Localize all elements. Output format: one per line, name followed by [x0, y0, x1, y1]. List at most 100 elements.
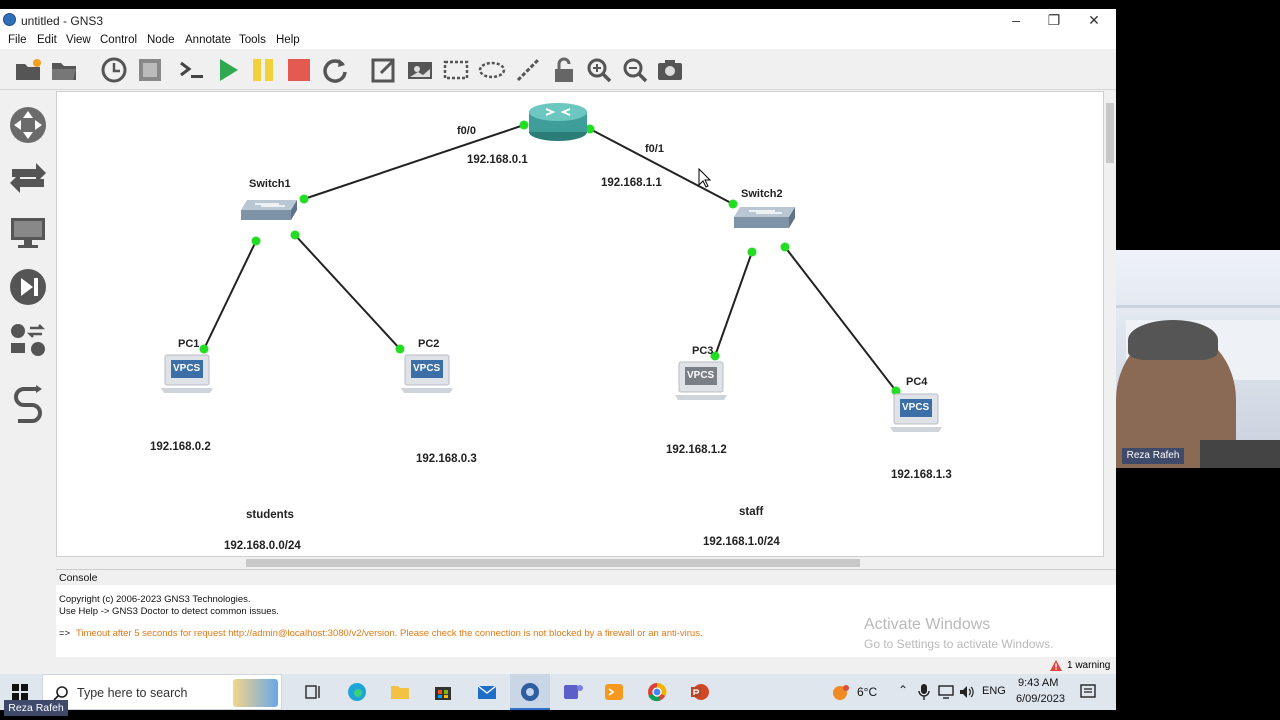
staff-group-label: staff [739, 506, 764, 518]
open-project-icon[interactable] [13, 55, 43, 85]
console-line: Copyright (c) 2006-2023 GNS3 Technologie… [59, 594, 251, 605]
canvas-vertical-scrollbar[interactable] [1104, 91, 1116, 557]
clock-date[interactable]: 6/09/2023 [1016, 693, 1065, 705]
router-node[interactable] [529, 103, 587, 141]
menu-file[interactable]: File [8, 34, 27, 46]
pc3-node[interactable] [675, 361, 727, 400]
switch2-node[interactable] [734, 207, 795, 228]
file-explorer-icon[interactable] [389, 681, 411, 703]
reload-icon[interactable] [320, 55, 350, 85]
rectangle-icon[interactable] [441, 55, 471, 85]
folder-icon[interactable] [49, 55, 79, 85]
clock-time[interactable]: 9:43 AM [1018, 677, 1059, 689]
console-header: Console [56, 570, 1116, 585]
canvas-horizontal-scrollbar[interactable] [56, 557, 1104, 569]
gns3-taskbar-button[interactable] [510, 674, 550, 710]
pc1-label: PC1 [178, 338, 200, 350]
console-title: Console [59, 572, 98, 584]
language-indicator[interactable]: ENG [982, 685, 1006, 697]
pc4-ip-label: 192.168.1.3 [891, 469, 952, 481]
toolbar [0, 50, 1116, 90]
powerpoint-icon[interactable] [689, 681, 711, 703]
console-panel[interactable]: Console Copyright (c) 2006-2023 GNS3 Tec… [56, 569, 1116, 657]
network-icon[interactable] [938, 685, 954, 699]
pc2-ip-label: 192.168.0.3 [416, 453, 477, 465]
menu-control[interactable]: Control [100, 34, 138, 46]
pc2-node[interactable] [401, 354, 453, 393]
close-button[interactable]: ✕ [1088, 12, 1100, 28]
terminal-app-icon[interactable] [603, 681, 625, 703]
security-devices-icon[interactable] [8, 267, 48, 307]
windows-start-icon[interactable] [12, 684, 28, 700]
tray-chevron-icon[interactable]: ⌃ [898, 683, 909, 697]
presenter-bottom-name-tag: Reza Rafeh [4, 700, 68, 716]
taskbar-search-box[interactable]: Type here to search [42, 674, 282, 710]
mail-icon[interactable] [476, 681, 498, 703]
all-devices-icon[interactable] [8, 321, 48, 361]
volume-icon[interactable] [959, 685, 975, 699]
clock-icon[interactable] [99, 55, 129, 85]
stop-icon[interactable] [284, 55, 314, 85]
note-icon[interactable] [369, 55, 399, 85]
snapshot-icon[interactable] [135, 55, 165, 85]
search-icon [53, 686, 68, 701]
console-icon[interactable] [177, 55, 207, 85]
edge-icon[interactable] [346, 681, 368, 703]
weather-temperature[interactable]: 6°C [857, 685, 878, 699]
router-port-left-label: f0/0 [457, 125, 476, 137]
pc4-node[interactable] [890, 393, 942, 432]
router-ip-left-label: 192.168.0.1 [467, 154, 528, 166]
router-ip-right-label: 192.168.1.1 [601, 177, 662, 189]
picture-icon[interactable] [405, 55, 435, 85]
menu-annotate[interactable]: Annotate [185, 34, 232, 46]
presenter-name-tag: Reza Rafeh [1122, 448, 1184, 464]
pc3-ip-label: 192.168.1.2 [666, 444, 727, 456]
vertical-scroll-thumb[interactable] [1106, 103, 1114, 163]
zoom-out-icon[interactable] [620, 55, 650, 85]
pc3-label: PC3 [692, 345, 714, 357]
pc4-vpcs-tag: VPCS [902, 402, 930, 413]
restore-button[interactable]: ❐ [1047, 12, 1061, 28]
screenshot-icon[interactable] [655, 55, 685, 85]
microphone-icon[interactable] [918, 684, 930, 700]
warning-count[interactable]: 1 warning [1067, 660, 1111, 671]
teams-icon[interactable] [562, 681, 584, 703]
end-devices-icon[interactable] [8, 213, 48, 253]
pause-icon[interactable] [248, 55, 278, 85]
topology-canvas[interactable]: f0/0 f0/1 192.168.0.1 192.168.1.1 Switch… [56, 91, 1104, 557]
switch1-label: Switch1 [249, 178, 291, 190]
switch1-node[interactable] [241, 200, 297, 220]
menu-view[interactable]: View [66, 34, 91, 46]
pc2-vpcs-tag: VPCS [413, 363, 441, 374]
menu-node[interactable]: Node [147, 34, 175, 46]
pc1-node[interactable] [161, 354, 213, 393]
pc1-ip-label: 192.168.0.2 [150, 441, 211, 453]
pc4-label: PC4 [906, 376, 928, 388]
menu-tools[interactable]: Tools [239, 34, 266, 46]
line-icon[interactable] [513, 55, 543, 85]
menu-help[interactable]: Help [276, 34, 300, 46]
gns3-app-icon [3, 13, 16, 26]
start-icon[interactable] [213, 55, 243, 85]
minimize-button[interactable]: – [1012, 12, 1020, 28]
horizontal-scroll-thumb[interactable] [246, 559, 860, 567]
add-link-icon[interactable] [8, 383, 48, 423]
routers-icon[interactable] [8, 105, 48, 145]
pc1-vpcs-tag: VPCS [173, 363, 201, 374]
weather-icon[interactable] [830, 681, 852, 703]
search-placeholder: Type here to search [77, 686, 188, 700]
ellipse-icon[interactable] [477, 55, 507, 85]
zoom-in-icon[interactable] [584, 55, 614, 85]
window-title: untitled - GNS3 [21, 14, 104, 28]
pc2-label: PC2 [418, 338, 440, 350]
task-view-icon[interactable] [302, 681, 324, 703]
chrome-icon[interactable] [646, 681, 668, 703]
warning-icon [1050, 660, 1062, 671]
lock-icon[interactable] [549, 55, 579, 85]
pc3-vpcs-tag: VPCS [687, 370, 715, 381]
store-icon[interactable] [432, 681, 454, 703]
notifications-icon[interactable] [1080, 684, 1096, 700]
gns3-taskbar-icon [521, 683, 539, 701]
menu-edit[interactable]: Edit [37, 34, 57, 46]
switches-icon[interactable] [8, 159, 48, 199]
